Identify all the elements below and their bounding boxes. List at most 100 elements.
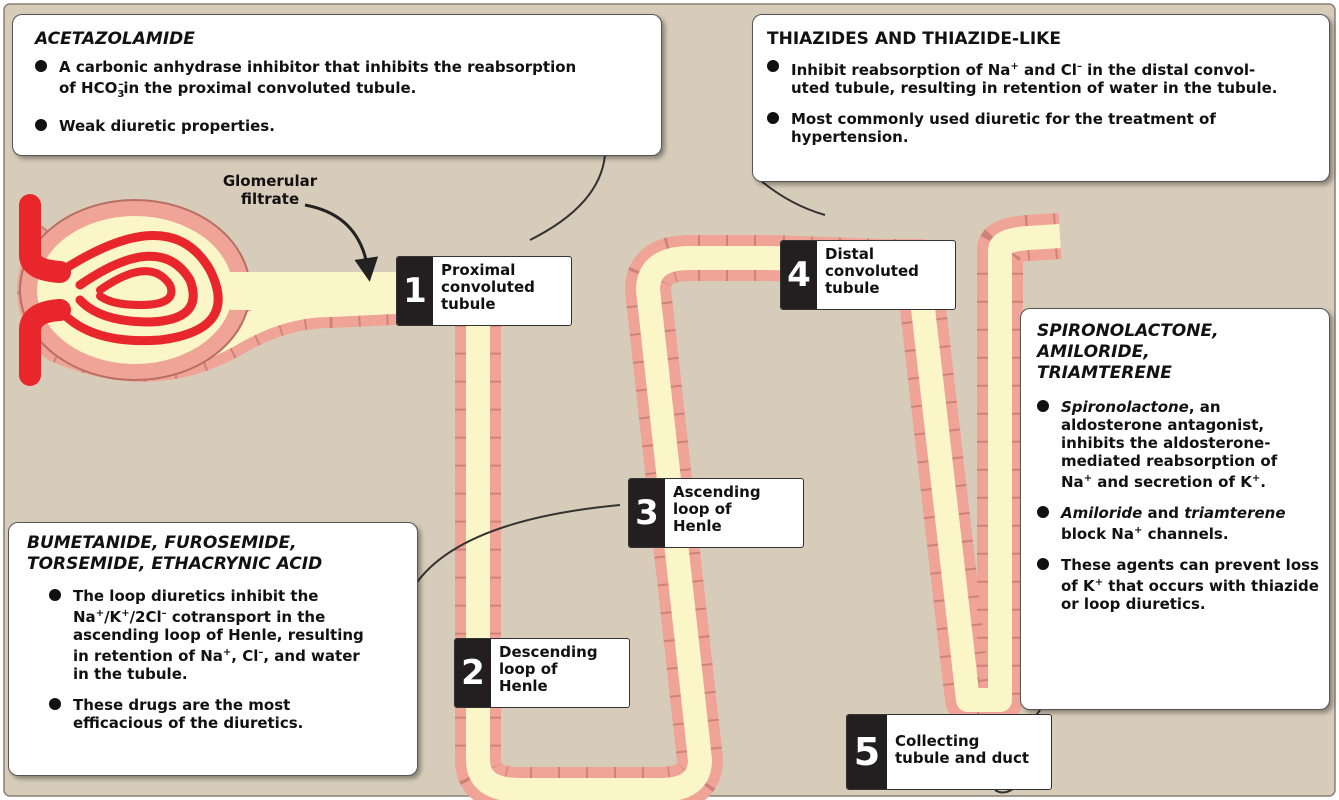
bullet-dot (1037, 400, 1049, 412)
segment-label-ascending: 3 Ascending loop of Henle (628, 478, 804, 548)
text: channels. (1142, 525, 1229, 543)
spironolactone-bullet-3: These agents can prevent loss of K+ that… (1037, 556, 1321, 613)
subscript: 3 (117, 89, 125, 100)
drug-name: Amiloride (1061, 504, 1143, 522)
spironolactone-title: SPIRONOLACTONE, AMILORIDE, TRIAMTERENE (1037, 321, 1315, 384)
segment-text: Proximal convoluted tubule (433, 257, 543, 325)
superscript: – (118, 79, 124, 90)
superscript: + (1010, 61, 1019, 72)
superscript: + (1133, 525, 1143, 536)
segment-number: 4 (781, 241, 817, 309)
line: loop of (673, 500, 732, 518)
segment-text: Ascending loop of Henle (665, 479, 769, 547)
glomerular-label-line2: filtrate (240, 190, 300, 208)
text: that occurs with thiazide or loop diuret… (1061, 577, 1319, 613)
line: convoluted (441, 278, 535, 296)
text: , and water (263, 647, 360, 665)
acetazolamide-bullet-2: Weak diuretic properties. (35, 117, 643, 135)
text: in the distal convol- (1081, 61, 1256, 79)
text: , Cl (231, 647, 259, 665)
text: . (1260, 473, 1266, 491)
text: Na (73, 608, 96, 626)
title-line2: AMILORIDE, (1037, 342, 1150, 362)
thiazides-bullet-2: Most commonly used diuretic for the trea… (767, 110, 1315, 146)
glomerulus (19, 194, 223, 386)
line: tubule (825, 279, 880, 297)
spironolactone-bullet-1: Spironolactone, an aldosterone antagonis… (1037, 398, 1301, 491)
bullet-dot (35, 119, 47, 131)
bullet-dot (1037, 506, 1049, 518)
callout-spironolactone: SPIRONOLACTONE, AMILORIDE, TRIAMTERENE S… (1020, 308, 1330, 710)
superscript: + (1251, 473, 1261, 484)
callout-thiazides: THIAZIDES AND THIAZIDE-LIKE Inhibit reab… (752, 14, 1330, 182)
text: These drugs are the most efficacious of … (73, 696, 304, 732)
superscript: + (1094, 577, 1104, 588)
bullet-dot (35, 60, 47, 72)
thiazides-bullet-1: Inhibit reabsorption of Na+ and Cl– in t… (767, 58, 1315, 97)
text: , an aldosterone antagonist, inhibits th… (1061, 398, 1278, 491)
acetazolamide-title: ACETAZOLAMIDE (35, 29, 195, 49)
text: of HCO (59, 79, 118, 97)
superscript: – (258, 647, 264, 658)
superscript: – (161, 608, 167, 619)
line: loop of (499, 660, 558, 678)
text: and (1142, 504, 1185, 522)
text: in the proximal convoluted tubule. (123, 79, 417, 97)
text: The loop diuretics inhibit the (73, 587, 319, 605)
segment-label-proximal: 1 Proximal convoluted tubule (396, 256, 572, 326)
text: Inhibit reabsorption of Na (791, 61, 1011, 79)
superscript: + (121, 608, 130, 619)
text: and Cl (1018, 61, 1077, 79)
line: Henle (499, 677, 548, 695)
arrow-to-proximal (529, 154, 606, 241)
superscript: + (1083, 473, 1093, 484)
bullet-dot (1037, 558, 1049, 570)
segment-text: Descending loop of Henle (491, 639, 606, 707)
superscript: + (95, 608, 105, 619)
bullet-dot (49, 589, 61, 601)
loop-title-line1: BUMETANIDE, FUROSEMIDE, (27, 533, 297, 553)
title-line1: SPIRONOLACTONE, (1037, 321, 1219, 341)
text: A carbonic anhydrase inhibitor that inhi… (59, 58, 577, 76)
loop-title: BUMETANIDE, FUROSEMIDE, TORSEMIDE, ETHAC… (27, 533, 403, 575)
segment-label-collecting: 5 Collecting tubule and duct (846, 714, 1052, 790)
text: Most commonly used diuretic for the trea… (791, 110, 1216, 146)
superscript: – (1076, 61, 1082, 72)
callout-loop-diuretics: BUMETANIDE, FUROSEMIDE, TORSEMIDE, ETHAC… (8, 522, 418, 776)
line: tubule and duct (895, 749, 1030, 767)
text: block Na (1061, 525, 1134, 543)
bullet-dot (767, 60, 779, 72)
segment-number: 3 (629, 479, 665, 547)
text: in retention of Na (73, 647, 223, 665)
text: uted tubule, resulting in retention of w… (791, 79, 1278, 97)
arrow-to-distal (759, 179, 826, 216)
title-line3: TRIAMTERENE (1037, 363, 1172, 383)
text: and secretion of K (1092, 473, 1252, 491)
line: Collecting (895, 732, 980, 750)
callout-acetazolamide: ACETAZOLAMIDE A carbonic anhydrase inhib… (12, 14, 662, 156)
segment-text: Collecting tubule and duct (887, 715, 1037, 789)
text: Weak diuretic properties. (59, 117, 275, 135)
drug-name: triamterene (1184, 504, 1286, 522)
text: /K (104, 608, 122, 626)
line: Henle (673, 517, 722, 535)
loop-bullet-2: These drugs are the most efficacious of … (49, 696, 323, 732)
text: cotransport in the (166, 608, 326, 626)
bullet-dot (767, 112, 779, 124)
segment-text: Distal convoluted tubule (817, 241, 927, 309)
line: tubule (441, 295, 496, 313)
line: Distal (825, 245, 874, 263)
line: Descending (499, 643, 598, 661)
proximal-lumen (230, 272, 420, 310)
arrow-to-ascending (414, 504, 621, 586)
text: in the tubule. (73, 665, 188, 683)
segment-number: 1 (397, 257, 433, 325)
acetazolamide-bullet-1: A carbonic anhydrase inhibitor that inhi… (35, 58, 643, 104)
segment-label-distal: 4 Distal convoluted tubule (780, 240, 956, 310)
segment-number: 2 (455, 639, 491, 707)
segment-number: 5 (847, 715, 887, 789)
spironolactone-bullet-2: Amiloride and triamterene block Na+ chan… (1037, 504, 1321, 543)
loop-title-line2: TORSEMIDE, ETHACRYNIC ACID (27, 554, 323, 574)
text: /2Cl (129, 608, 162, 626)
